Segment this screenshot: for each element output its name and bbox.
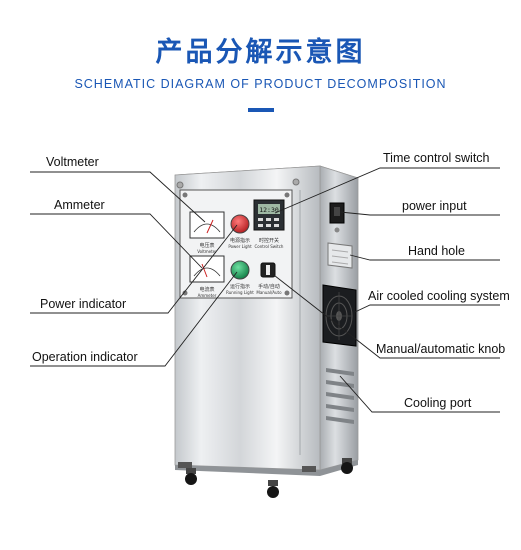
page-title-cn: 产品分解示意图 [155,37,366,68]
running-light-cn-label: 运行指示 [230,283,250,290]
page-title-en: SCHEMATIC DIAGRAM OF PRODUCT DECOMPOSITI… [74,77,447,91]
callout-time-control-switch [274,167,500,214]
manual-auto-cn-label: 手动/自动 [258,283,280,290]
title-underline [248,108,274,112]
wheel-front-right [267,480,279,498]
callout-lines-left [30,171,238,367]
callout-power-indicator [30,224,238,314]
label-operation-indicator: Operation indicator [32,350,138,364]
label-air-cooled-cooling-system: Air cooled cooling system [368,289,510,303]
label-cooling-port: Cooling port [404,396,472,410]
label-power-indicator: Power indicator [40,297,127,311]
voltmeter-gauge [189,211,225,239]
callout-manual-auto-knob [269,271,500,359]
ammeter-en-label: Ammeter [198,293,217,298]
label-hand-hole: Hand hole [408,244,465,258]
cooling-port-vents [326,368,354,424]
power-light-cn-label: 电源指示 [230,237,250,244]
running-light-en-label: Running Light [226,290,254,295]
callout-air-cooled [354,304,500,313]
callout-lines-right [269,167,500,413]
ammeter-cn-label: 电流表 [199,286,214,293]
label-voltmeter: Voltmeter [46,155,99,169]
label-ammeter: Ammeter [54,198,105,212]
power-light [230,214,250,234]
time-switch-cn-label: 时控开关 [259,237,279,244]
callout-voltmeter [30,171,206,223]
label-manual-automatic-knob: Manual/automatic knob [376,342,506,356]
time-switch-en-label: Control Switch [255,244,284,249]
manual-auto-en-label: Manual/Auto [256,290,282,295]
callout-operation-indicator [30,271,238,367]
label-power-input: power input [402,199,467,213]
callout-power-input [339,211,500,216]
callout-ammeter [30,213,203,269]
timer-display: 12:30 [259,206,279,214]
wheel-back-right [341,458,353,474]
power-light-en-label: Power Light [228,244,252,249]
voltmeter-en-label: Voltmeter [197,249,217,254]
hand-hole [327,242,353,269]
callout-cooling-port [339,375,500,413]
wheel-front-left [185,468,197,485]
voltmeter-cn-label: 电压表 [199,242,214,249]
callout-hand-hole [349,254,500,261]
label-time-control-switch: Time control switch [383,151,490,165]
